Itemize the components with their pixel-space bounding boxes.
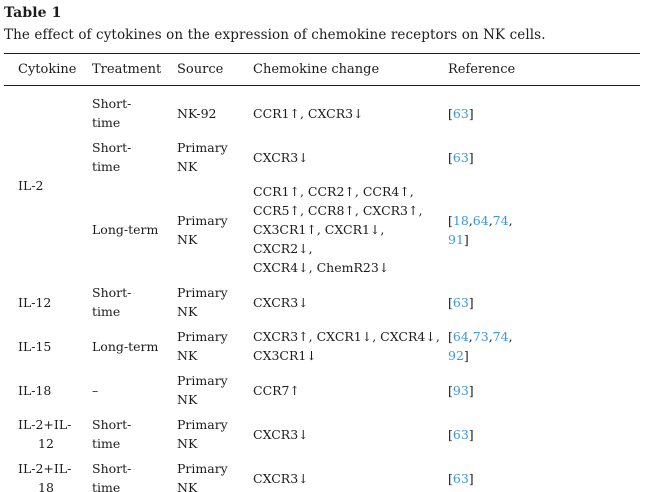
table-label: Table 1 [4, 5, 62, 21]
chemokine-change-cell: CXCR3↓ [253, 149, 309, 165]
treatment-cell: Short- time [92, 140, 132, 174]
header-row: Cytokine Treatment Source Chemokine chan… [4, 53, 640, 86]
chemokine-change-cell: CCR1↑, CXCR3↓ [253, 105, 364, 121]
reference-cell: [18,64,74, 91] [448, 179, 640, 280]
source-cell: Primary NK [177, 285, 228, 319]
citation-punctuation: [ [448, 212, 453, 228]
source-cell: Primary NK [177, 461, 228, 492]
citation-punctuation: ] [463, 348, 469, 363]
citation-punctuation: ] [468, 470, 474, 486]
source-cell: Primary NK [177, 373, 228, 407]
table-row: IL-15 Long-term Primary NK CXCR3↑, CXCR1… [4, 324, 640, 368]
citation-link[interactable]: 64 [452, 329, 469, 344]
citation-punctuation: , [468, 212, 473, 228]
citation-link[interactable]: 63 [452, 426, 469, 442]
citation-punctuation: [ [448, 105, 453, 121]
cytokine-cell: IL-12 [18, 294, 52, 310]
header-source: Source [177, 53, 253, 86]
citation-punctuation: , [508, 212, 513, 228]
citation-link[interactable]: 18 [452, 212, 469, 228]
table-row: IL-2+IL- 18 Short- time Primary NK CXCR3… [4, 456, 640, 492]
treatment-cell: Short- time [92, 285, 132, 319]
citation-punctuation: ] [463, 231, 469, 247]
treatment-cell: Short- time [92, 461, 132, 492]
header-chemokine-change: Chemokine change [253, 53, 448, 86]
table-caption: The effect of cytokines on the expressio… [4, 27, 546, 43]
reference-cell: [63] [448, 135, 640, 179]
citation-punctuation: [ [448, 329, 453, 344]
citation-punctuation: [ [448, 470, 453, 486]
reference-cell: [63] [448, 86, 640, 136]
treatment-cell: Short- time [92, 417, 132, 451]
reference-cell: [93] [448, 368, 640, 412]
citation-punctuation: , [468, 329, 473, 344]
citation-link[interactable]: 93 [452, 382, 469, 398]
citation-link[interactable]: 74 [492, 329, 509, 344]
citation-link[interactable]: 74 [492, 212, 509, 228]
table-row: IL-18 – Primary NK CCR7↑ [93] [4, 368, 640, 412]
table-row: Short- time Primary NK CXCR3↓ [63] [4, 135, 640, 179]
citation-punctuation: ] [468, 294, 474, 310]
reference-cell: [63] [448, 456, 640, 492]
citation-punctuation: , [488, 329, 493, 344]
citation-link[interactable]: 63 [452, 470, 469, 486]
table-row: IL-2+IL- 12 Short- time Primary NK CXCR3… [4, 412, 640, 456]
chemokine-change-cell: CCR7↑ [253, 382, 300, 398]
chemokine-change-cell: CXCR3↓ [253, 426, 309, 442]
source-cell: Primary NK [177, 417, 228, 451]
header-treatment: Treatment [92, 53, 177, 86]
citation-link[interactable]: 91 [448, 231, 464, 247]
source-cell: NK-92 [177, 105, 217, 121]
citation-link[interactable]: 63 [452, 294, 469, 310]
citation-punctuation: , [488, 212, 493, 228]
source-cell: Primary NK [177, 212, 228, 247]
citation-punctuation: [ [448, 149, 453, 165]
cytokine-cell: IL-2 [18, 178, 44, 193]
citation-punctuation: ] [468, 105, 474, 121]
reference-cell: [64,73,74, 92] [448, 324, 640, 368]
cytokine-chemokine-table: Cytokine Treatment Source Chemokine chan… [4, 53, 640, 492]
table-header: Cytokine Treatment Source Chemokine chan… [4, 53, 640, 86]
citation-link[interactable]: 92 [448, 348, 464, 363]
chemokine-change-cell: CCR1↑, CCR2↑, CCR4↑, CCR5↑, CCR8↑, CXCR3… [253, 184, 423, 275]
citation-punctuation: [ [448, 382, 453, 398]
citation-link[interactable]: 64 [472, 212, 489, 228]
cytokine-cell: IL-15 [18, 338, 52, 354]
table-row: IL-2 Short- time NK-92 CCR1↑, CXCR3↓ [63… [4, 86, 640, 193]
treatment-cell: Long-term [92, 338, 159, 354]
citation-punctuation: [ [448, 294, 453, 310]
reference-cell: [63] [448, 280, 640, 324]
citation-punctuation: ] [468, 382, 474, 398]
table-body: IL-2 Short- time NK-92 CCR1↑, CXCR3↓ [63… [4, 86, 640, 492]
citation-punctuation: ] [468, 149, 474, 165]
treatment-cell: – [92, 382, 99, 398]
citation-link[interactable]: 73 [472, 329, 489, 344]
citation-punctuation: ] [468, 426, 474, 442]
treatment-cell: Long-term [92, 222, 159, 237]
table-row: Long-term Primary NK CCR1↑, CCR2↑, CCR4↑… [4, 179, 640, 280]
cytokine-cell: IL-18 [18, 382, 52, 398]
table-row: IL-12 Short- time Primary NK CXCR3↓ [63] [4, 280, 640, 324]
cytokine-cell: IL-2+IL- 18 [18, 461, 72, 492]
header-reference: Reference [448, 53, 640, 86]
citation-punctuation: [ [448, 426, 453, 442]
chemokine-change-cell: CXCR3↑, CXCR1↓, CXCR4↓, CX3CR1↓ [253, 329, 440, 363]
treatment-cell: Short- time [92, 96, 132, 130]
chemokine-change-cell: CXCR3↓ [253, 294, 309, 310]
citation-link[interactable]: 63 [452, 105, 469, 121]
citation-punctuation: , [508, 329, 513, 344]
header-cytokine: Cytokine [4, 53, 92, 86]
source-cell: Primary NK [177, 329, 228, 363]
reference-cell: [63] [448, 412, 640, 456]
citation-link[interactable]: 63 [452, 149, 469, 165]
chemokine-change-cell: CXCR3↓ [253, 470, 309, 486]
cytokine-cell: IL-2+IL- 12 [18, 417, 72, 451]
source-cell: Primary NK [177, 140, 228, 174]
